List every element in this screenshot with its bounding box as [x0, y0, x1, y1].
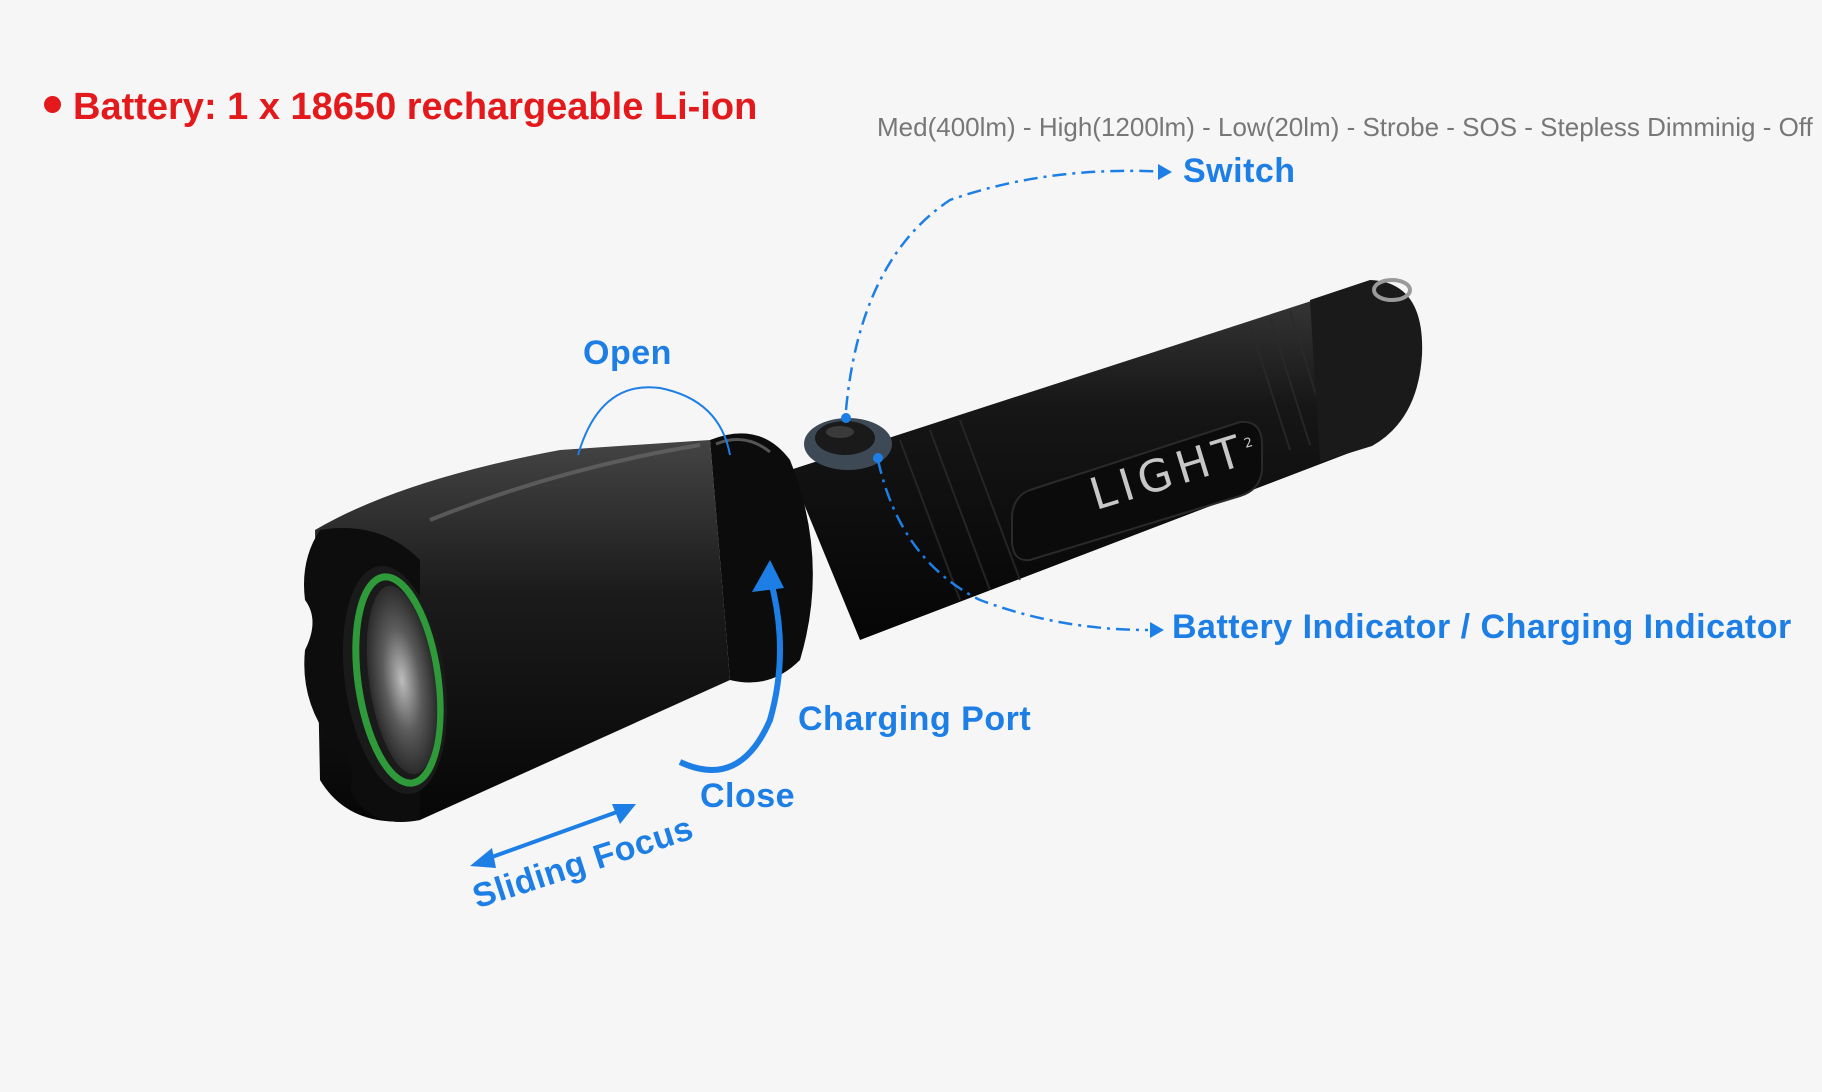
- close-label: Close: [700, 777, 796, 815]
- key-ring-icon: [1372, 278, 1412, 302]
- close-arc-arrow-icon: [678, 577, 783, 773]
- lens-icon: [366, 585, 438, 775]
- flashlight-collar: [710, 433, 813, 683]
- switch-button[interactable]: [804, 418, 892, 470]
- battery-indicator-label: Battery Indicator / Charging Indicator: [1172, 608, 1792, 646]
- switch-label: Switch: [1183, 152, 1296, 190]
- open-label: Open: [583, 334, 672, 372]
- green-oring-icon: [352, 573, 444, 787]
- battery-note-text: Battery: 1 x 18650 rechargeable Li-ion: [73, 86, 758, 128]
- battery-note: Battery: 1 x 18650 rechargeable Li-ion: [44, 86, 757, 129]
- battery-indicator-leader-line: [876, 459, 1149, 632]
- bullet-dot-icon: [44, 96, 61, 114]
- switch-arrow-icon: [1158, 164, 1172, 180]
- flashlight-head: [304, 440, 730, 822]
- sliding-focus-arrow-icon: [477, 806, 629, 864]
- flashlight-body: [790, 278, 1423, 640]
- open-arc: [577, 386, 731, 456]
- charging-port-label: Charging Port: [798, 700, 1032, 738]
- battery-indicator-arrow-icon: [1150, 622, 1164, 638]
- switch-leader-line: [844, 169, 1169, 411]
- modes-sequence: Med(400lm) - High(1200lm) - Low(20lm) - …: [877, 112, 1813, 142]
